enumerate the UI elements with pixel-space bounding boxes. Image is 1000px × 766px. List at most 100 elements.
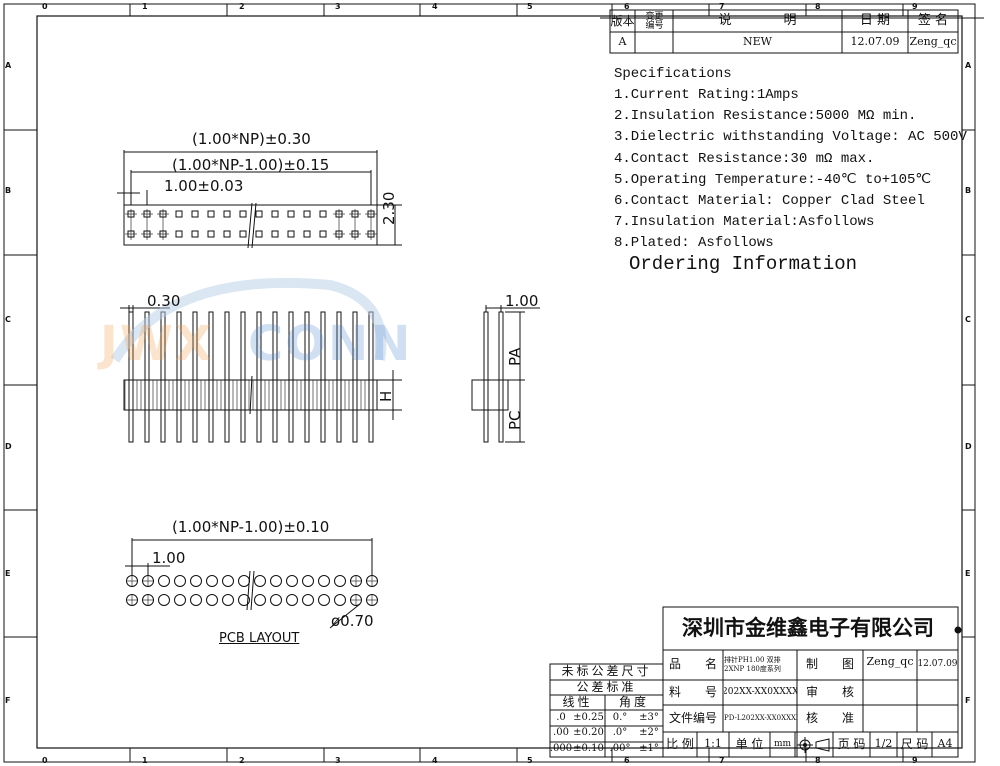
part-label: 料 号 [668,684,717,699]
tolerance-cell: ±0.20 [573,727,604,738]
tol-linear: 线性 [562,695,593,709]
break-line [251,202,257,249]
unit-value: mm [773,738,792,749]
pcb-hole [350,575,362,587]
spec-item: 8.Plated: Asfollows [614,235,774,252]
pcb-hole [206,594,218,606]
spec-item: 1.Current Rating:1Amps [614,87,799,103]
frame-column-label: 6 [624,2,630,11]
leader-line [329,603,361,629]
top-view-body [123,204,378,246]
rev-sign: Zeng_qc [909,35,957,49]
doc-label: 文件编号 [668,710,717,725]
pin [208,311,214,443]
watermark-conn: CONN [248,316,413,372]
pcb-hole [334,575,346,587]
pin [483,311,489,443]
break-line [246,570,251,611]
size-value: A4 [937,737,953,751]
pcb-hole [174,594,186,606]
pcb-hole [270,575,282,587]
frame-row-label: A [5,61,12,70]
rev-header-sign: 签 名 [917,13,949,29]
pin-square [319,230,327,238]
pin-square [207,230,215,238]
break-line [249,375,253,415]
pcb-hole [174,575,186,587]
pin [176,311,182,443]
pcb-hole [158,594,170,606]
frame-row-label: B [965,186,972,195]
pin [144,311,150,443]
pin [336,311,342,443]
dim-height: 2.30 [380,191,398,225]
watermark-swoosh [110,277,387,363]
pin-square [191,210,199,218]
tolerance-cell: .0° [612,727,628,738]
pin-square [255,230,263,238]
rev-version: A [618,35,627,49]
pin [320,311,326,443]
dim-pitch-span: (1.00*NP-1.00)±0.15 [172,156,330,174]
spec-item: 4.Contact Resistance:30 mΩ max. [614,150,875,167]
dim-pitch: 1.00±0.03 [164,177,244,195]
pcb-hole [222,594,234,606]
dim-h: H [377,390,395,402]
frame-column-label: 1 [142,2,148,11]
dim-pcb-span: (1.00*NP-1.00)±0.10 [172,518,330,536]
dim-row-pitch: 1.00 [505,292,539,310]
pin [498,311,504,443]
frame-column-label: 4 [432,2,438,11]
frame-row-label: F [5,696,11,705]
tolerance-cell: ±3° [639,711,659,723]
pin-square [175,230,183,238]
pcb-hole [206,575,218,587]
pin-square [223,230,231,238]
doc-value: PD-L202XX-XX0XXXXX-A [724,713,797,722]
scale-value: 1:1 [704,737,722,751]
pin-square [239,230,247,238]
name-label: 品 名 [668,657,717,672]
tolerance-cell: ±0.25 [573,711,604,723]
frame-column-label: 1 [142,756,148,765]
frame-row-label: E [965,569,971,578]
pcb-hole [302,594,314,606]
pin [128,311,134,443]
spec-item: 2.Insulation Resistance:5000 MΩ min. [614,108,917,125]
title-block [662,606,959,758]
pin-square [207,210,215,218]
page-value: 1/2 [874,737,893,751]
pcb-hole [190,575,202,587]
projection-symbol-icon [795,732,833,757]
tolerance-cell: .00° [609,742,631,754]
pcb-hole [366,575,378,587]
frame-column-label: 0 [42,2,48,11]
frame-column-label: 7 [719,2,725,11]
tol-title2: 公差标准 [576,680,637,694]
tolerance-cell: ±1° [639,742,659,754]
frame-column-label: 0 [42,756,48,765]
frame-column-label: 6 [624,756,630,765]
pcb-hole [222,575,234,587]
pin [256,311,262,443]
spec-item: 5.Operating Temperature:-40℃ to+105℃ [614,171,932,188]
frame-column-label: 7 [719,756,725,765]
rev-header-date: 日 期 [859,13,891,29]
frame-column-label: 5 [527,2,533,11]
tolerance-cell: 0.° [612,711,628,723]
frame-row-label: A [965,61,972,70]
pin-square [191,230,199,238]
frame-column-label: 2 [239,2,245,11]
frame-column-label: 8 [815,2,821,11]
company-name: 深圳市金维鑫电子有限公司 [682,615,934,640]
pin [192,311,198,443]
pin [224,311,230,443]
tolerance-cell: .000 [550,742,572,754]
tolerance-cell: ±0.10 [573,742,604,754]
frame-row-label: C [5,315,11,324]
size-label: 尺 码 [900,736,929,751]
tolerance-cell: .00 [553,727,569,738]
spec-title: Specifications [614,66,732,82]
pcb-hole [254,575,266,587]
